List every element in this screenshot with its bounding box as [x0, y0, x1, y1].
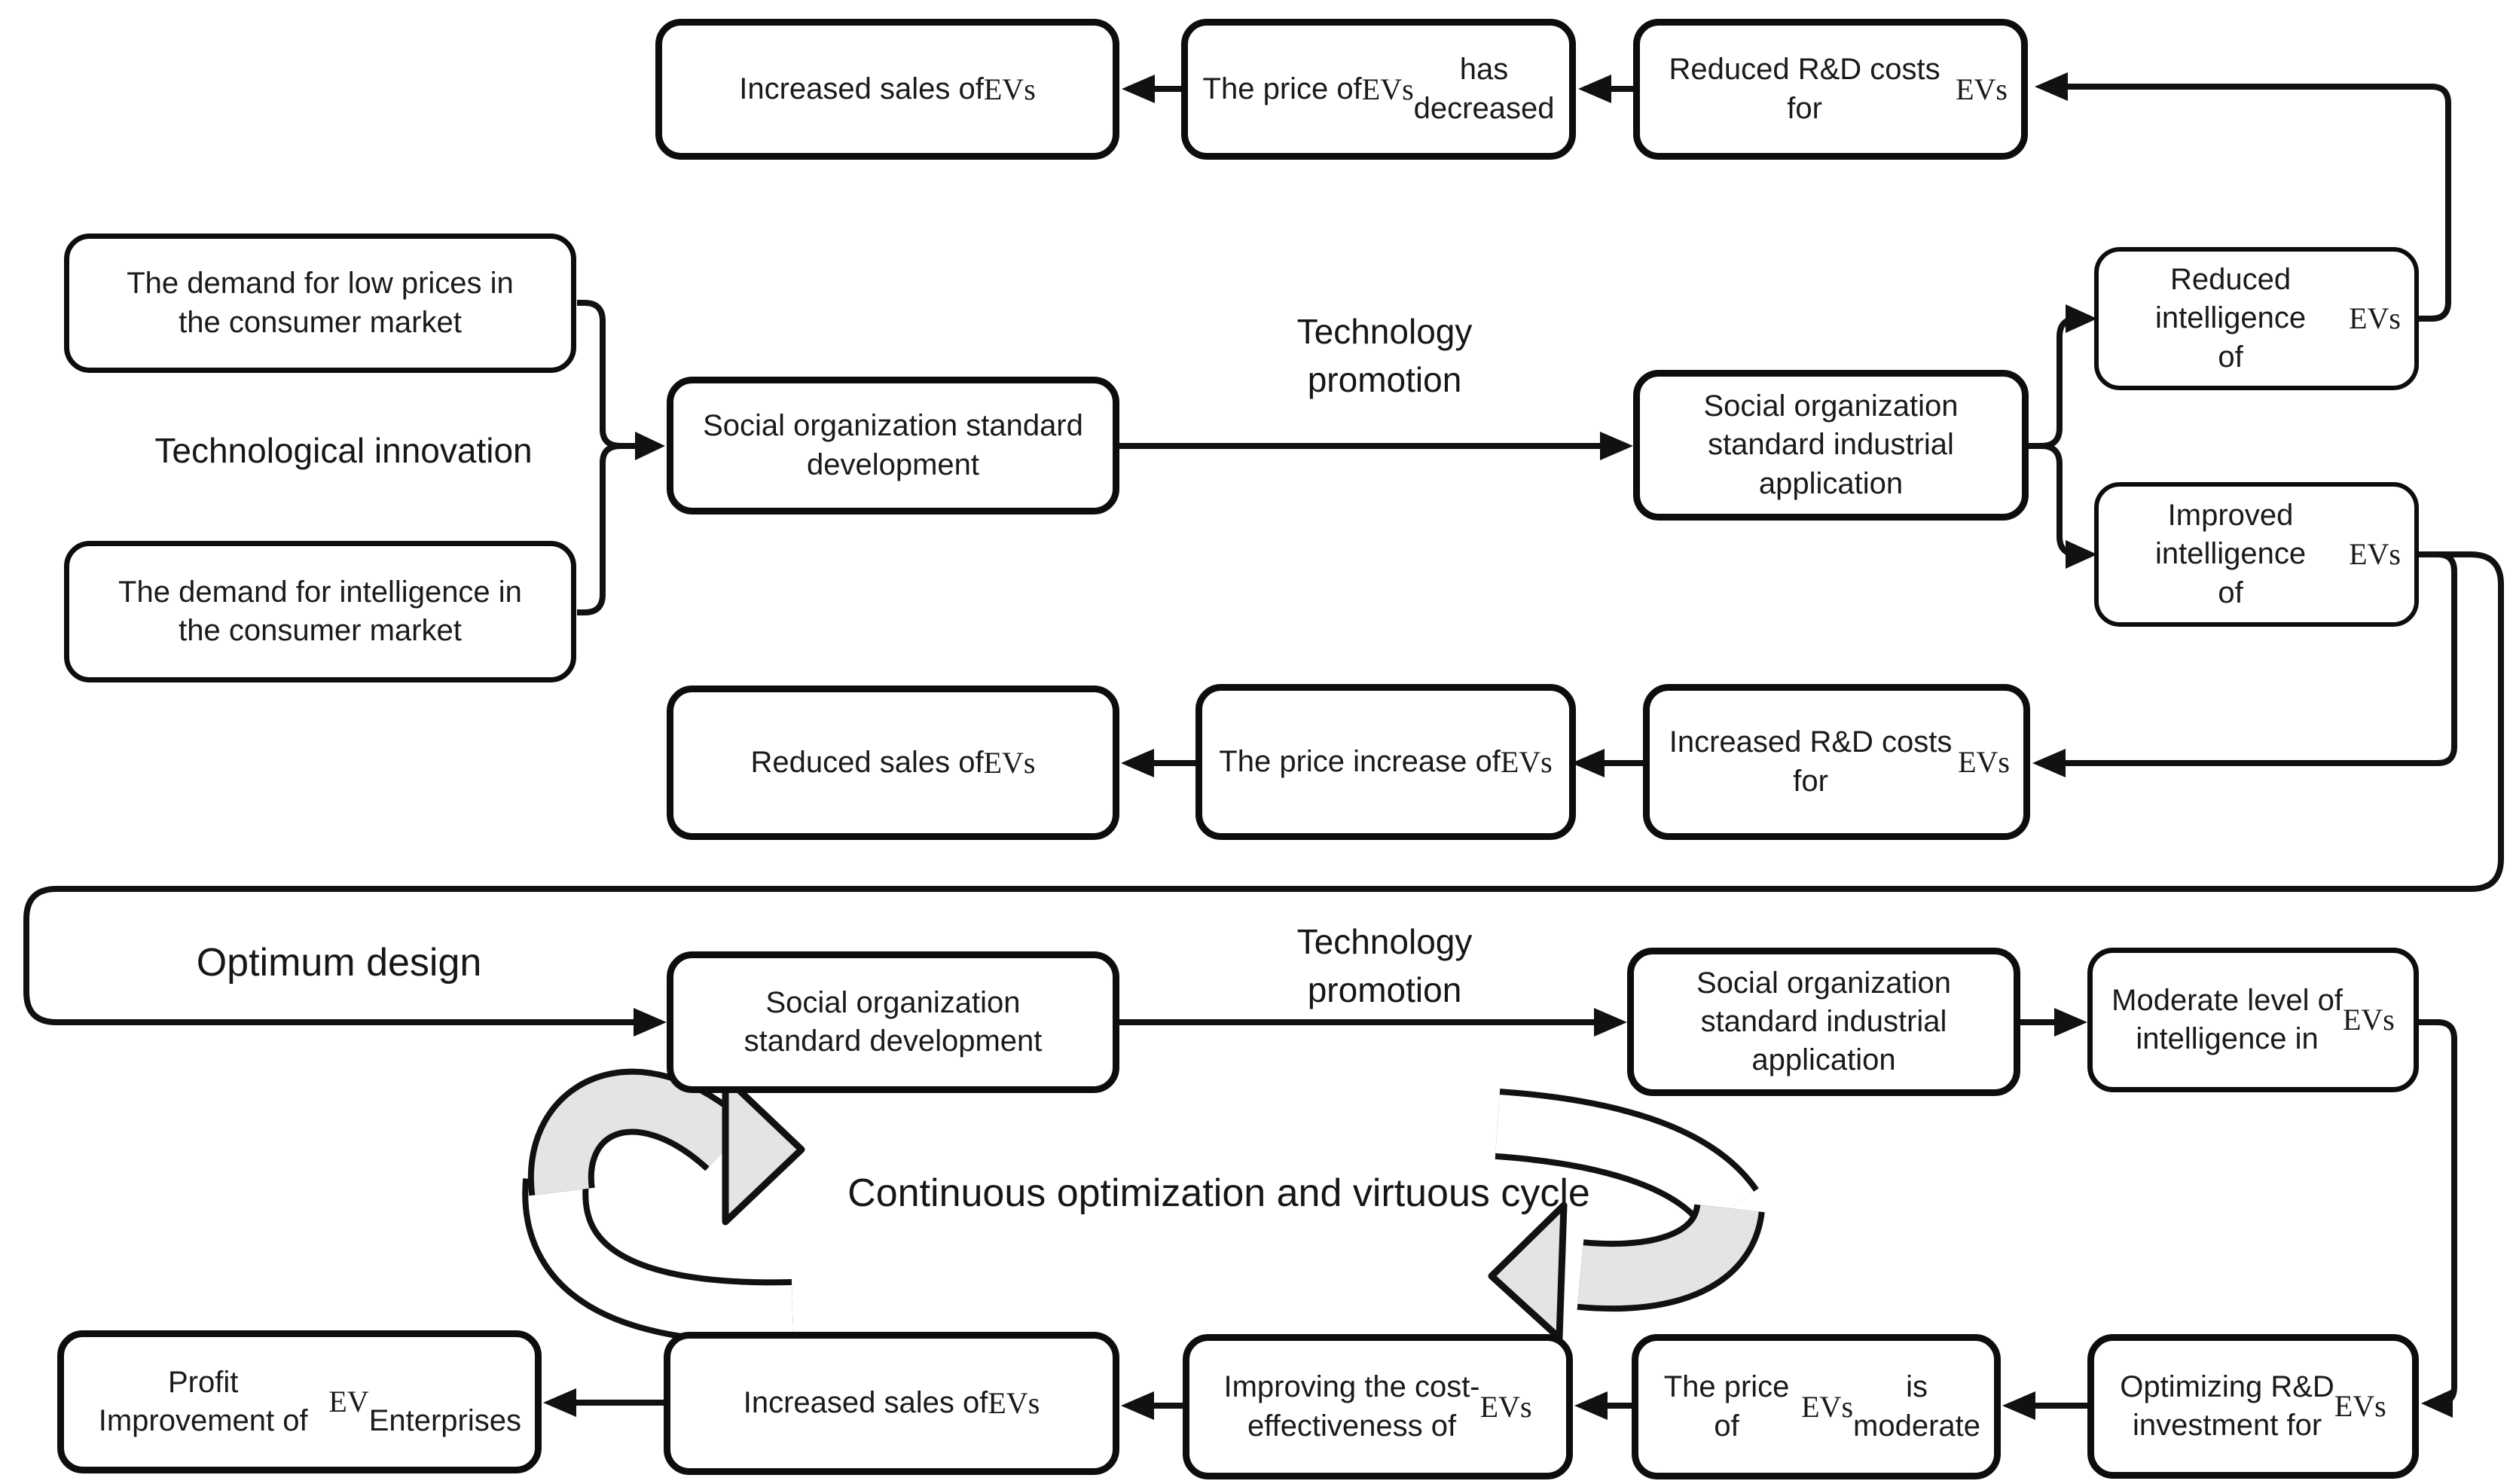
box-improved-intelligence: Improved intelligence of EVs [2094, 482, 2419, 627]
arrowhead-icon [1578, 75, 1611, 103]
wire-demandlow-merge [577, 300, 621, 449]
label-continuous-cycle: Continuous optimization and virtuous cyc… [847, 1171, 1590, 1215]
box-reduced-intelligence: Reduced intelligence of EVs [2094, 247, 2419, 390]
box-price-increase: The price increase of EVs [1195, 684, 1576, 840]
box-price-moderate: The price of EVs is moderate [1632, 1334, 2001, 1479]
cycle-arrow-right [1488, 1089, 1765, 1342]
box-std-development-1: Social organization standard development [667, 377, 1119, 515]
loop-reducedintel-to-rdcosts [2068, 84, 2451, 322]
cycle-arrow-left-head-icon [722, 1073, 805, 1226]
arrowhead-icon [2032, 749, 2066, 777]
loop-optimum-design-feedback [23, 551, 2504, 1025]
box-moderate-intelligence: Moderate level of intelligence in EVs [2087, 948, 2419, 1092]
cycle-arrow-right-head-icon [1488, 1202, 1568, 1342]
box-demand-intelligence: The demand for intelligence in the consu… [64, 541, 576, 682]
box-improving-cost-effectiveness: Improving the cost- effectiveness of EVs [1183, 1334, 1573, 1479]
arrowhead-icon [1574, 1391, 1608, 1420]
box-reduced-sales: Reduced sales of EVs [667, 686, 1119, 840]
arrowhead-icon [634, 1008, 667, 1037]
arrowhead-icon [635, 432, 665, 460]
arrowhead-icon [2066, 540, 2097, 569]
arrowhead-icon [1600, 432, 1633, 460]
arrowhead-icon [1121, 1391, 1154, 1420]
box-std-industrial-application-1: Social organization standard industrial … [1633, 370, 2029, 521]
arrowhead-icon [2054, 1008, 2087, 1037]
box-increased-rd-costs: Increased R&D costs for EVs [1643, 684, 2030, 840]
arrowhead-icon [2066, 304, 2097, 333]
box-increased-sales-bottom: Increased sales of EVs [664, 1332, 1119, 1475]
arrowhead-icon [543, 1388, 576, 1417]
arrowhead-icon [1122, 75, 1155, 103]
box-demand-low-prices: The demand for low prices in the consume… [64, 234, 576, 373]
box-std-industrial-application-2: Social organization standard industrial … [1627, 948, 2020, 1096]
box-optimizing-rd: Optimizing R&D investment for EVs [2087, 1334, 2419, 1479]
label-optimum-design: Optimum design [196, 941, 482, 985]
box-profit-improvement: Profit Improvement of EV Enterprises [57, 1330, 542, 1473]
arrowhead-icon [2035, 72, 2068, 101]
wire-application1-to-improvedintel [2029, 443, 2078, 557]
label-technology-promotion-1: Technology promotion [1296, 312, 1473, 399]
arrowhead-icon [2002, 1391, 2035, 1420]
loop-moderate-to-optimizing [2419, 1019, 2457, 1406]
arrowhead-icon [1571, 749, 1605, 777]
box-price-decreased: The price of EVs has decreased [1181, 19, 1576, 160]
arrowhead-icon [1594, 1008, 1627, 1037]
box-reduced-rd-costs: Reduced R&D costs for EVs [1633, 19, 2028, 160]
wire-application1-to-reducedintel [2029, 316, 2078, 449]
box-increased-sales-top: Increased sales of EVs [655, 19, 1119, 160]
arrowhead-icon [1121, 749, 1154, 777]
cycle-arrow-left [522, 1068, 805, 1346]
wire-demandintel-merge [577, 443, 621, 615]
arrowhead-icon [2421, 1389, 2453, 1418]
box-std-development-2: Social organization standard development [667, 951, 1119, 1093]
label-technological-innovation: Technological innovation [154, 431, 533, 470]
label-technology-promotion-2: Technology promotion [1296, 922, 1473, 1009]
